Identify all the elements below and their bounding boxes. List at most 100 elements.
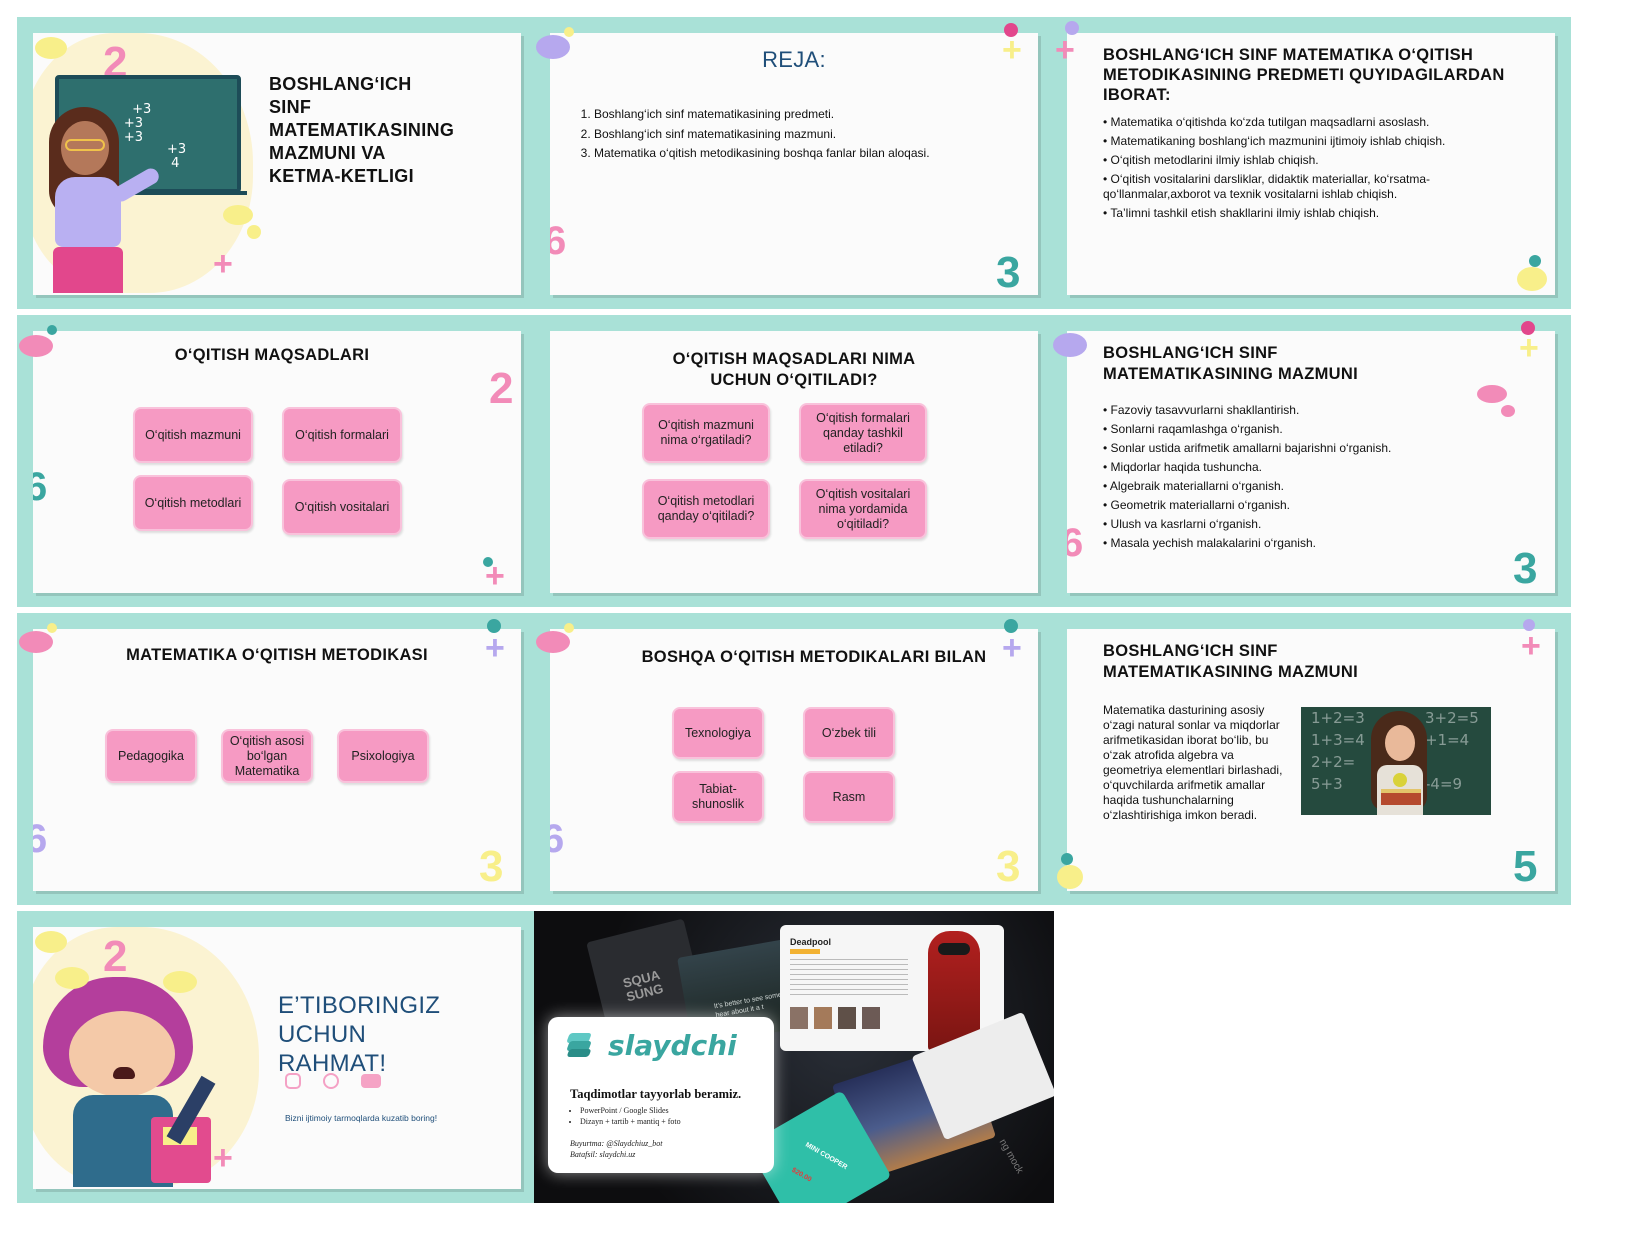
- cast-photos: [790, 1007, 880, 1029]
- slide-8-canvas: BOSHQA O‘QITISH METODIKALARI BILAN Texno…: [550, 629, 1038, 891]
- slide-5-thumbnail[interactable]: O‘QITISH MAQSADLARI NIMA UCHUN O‘QITILAD…: [534, 315, 1054, 607]
- slide-4-thumbnail[interactable]: O‘QITISH MAQSADLARI O‘qitish mazmuni O‘q…: [17, 315, 537, 607]
- deadpool-card: Deadpool: [780, 925, 1004, 1051]
- mazmun-list: Fazoviy tasavvurlarni shakllantirish. So…: [1103, 401, 1391, 553]
- slide-7-canvas: MATEMATIKA O‘QITISH METODIKASI Pedagogik…: [33, 629, 521, 891]
- card-text-lines: [790, 959, 908, 999]
- teacher-glasses: [65, 139, 105, 151]
- number-two-decoration: 2: [489, 364, 514, 413]
- list-item: Sonlar ustida arifmetik amallarni bajari…: [1103, 439, 1392, 458]
- pill-psixologiya: Psixologiya: [337, 729, 429, 783]
- slide-2-thumbnail[interactable]: REJA: Boshlang‘ich sinf matematikasining…: [534, 17, 1054, 309]
- list-item: Masala yechish malakalarini o‘rganish.: [1103, 534, 1391, 553]
- number-three-decoration: 3: [1513, 544, 1538, 593]
- pill-texnologiya: Texnologiya: [672, 707, 764, 759]
- yellow-blob: [35, 37, 67, 59]
- number-two-decoration: 2: [103, 932, 128, 981]
- pill-oqitish-mazmuni: O‘qitish mazmuni nima o‘rgatiladi?: [642, 403, 770, 463]
- purple-dot: [1523, 619, 1535, 631]
- list-item: Boshlang‘ich sinf matematikasining mazmu…: [594, 125, 930, 145]
- slide-9-thumbnail[interactable]: BOSHLANG‘ICH SINF MATEMATIKASINING MAZMU…: [1051, 613, 1571, 905]
- facebook-icon[interactable]: [323, 1073, 339, 1089]
- pink-blob: [536, 631, 570, 653]
- pill-matematika: O‘qitish asosi bo‘lgan Matematika: [221, 729, 313, 783]
- board-stand: [55, 191, 247, 195]
- slide-3-title: BOSHLANG‘ICH SINF MATEMATIKA O‘QITISH ME…: [1103, 46, 1505, 104]
- yellow-blob: [1517, 267, 1547, 291]
- list-item: Dizayn + tartib + mantiq + foto: [580, 1116, 681, 1127]
- ad-website[interactable]: Batafsil: slaydchi.uz: [570, 1150, 636, 1159]
- list-item: Ta’limni tashkil etish shakllarini ilmiy…: [1103, 206, 1463, 221]
- slide-5-title: O‘QITISH MAQSADLARI NIMA UCHUN O‘QITILAD…: [672, 350, 916, 389]
- slide-3-thumbnail[interactable]: BOSHLANG‘ICH SINF MATEMATIKA O‘QITISH ME…: [1051, 17, 1571, 309]
- board-chalk-text: 1+2=3 1+3=4 2+2= 5+3: [1311, 709, 1365, 793]
- number-six-decoration: 6: [33, 817, 48, 861]
- slide-2-title: REJA:: [762, 47, 826, 72]
- slide-1-thumbnail[interactable]: 2 +3 1 +3 2 +3 3 +3 4 + BOSHLANG‘ICH SIN…: [17, 17, 537, 309]
- pill-tabiatshunoslik: Tabiat-shunoslik: [672, 771, 764, 823]
- yellow-dot: [564, 27, 574, 37]
- ad-order[interactable]: Buyurtma: @Slaydchiuz_bot: [570, 1139, 663, 1148]
- teacher-body: [55, 177, 121, 247]
- purple-blob: [1053, 333, 1087, 357]
- slide-3-canvas: BOSHLANG‘ICH SINF MATEMATIKA O‘QITISH ME…: [1067, 33, 1555, 295]
- social-follow-text: Bizni ijtimoiy tarmoqlarda kuzatib borin…: [285, 1113, 438, 1123]
- girl-face: [69, 1011, 175, 1097]
- yellow-dot: [47, 623, 57, 633]
- youtube-icon[interactable]: [361, 1074, 381, 1088]
- board-chalk-text-right: 3+2=5 +1=4 -4=9: [1425, 709, 1479, 793]
- slaydchi-logo-icon: [564, 1031, 596, 1059]
- slaydchi-ad-card: slaydchi Taqdimotlar tayyorlab beramiz. …: [548, 1017, 774, 1173]
- slide-9-paragraph: Matematika dasturining asosiy o‘zagi nat…: [1103, 703, 1283, 822]
- slide-5-canvas: O‘QITISH MAQSADLARI NIMA UCHUN O‘QITILAD…: [550, 331, 1038, 593]
- slide-8-thumbnail[interactable]: BOSHQA O‘QITISH METODIKALARI BILAN Texno…: [534, 613, 1054, 905]
- slide-10-thumbnail[interactable]: 2 + E’TIBORINGIZ UCHUN RAHMAT! Bizni ijt…: [17, 911, 537, 1203]
- slide-11-thumbnail[interactable]: SQUA SUNG It’s better to see some to hea…: [534, 911, 1054, 1203]
- yellow-dot: [564, 623, 574, 633]
- slide-7-title: MATEMATIKA O‘QITISH METODIKASI: [126, 646, 428, 664]
- teacher-skirt: [53, 247, 123, 293]
- teal-dot: [1004, 619, 1018, 633]
- pill-oqitish-formalari: O‘qitish formalari qanday tashkil etilad…: [799, 403, 927, 463]
- pink-dot: [1501, 405, 1515, 417]
- pill-oqitish-metodlari: O‘qitish metodlari qanday o‘qitiladi?: [642, 479, 770, 539]
- predmet-list: Matematika o‘qitishda ko‘zda tutilgan ma…: [1103, 115, 1463, 221]
- girl-face: [1385, 725, 1415, 761]
- apple: [1393, 773, 1407, 787]
- number-three-decoration: 3: [996, 248, 1021, 295]
- instagram-icon[interactable]: [285, 1073, 301, 1089]
- pink-blob: [19, 335, 53, 357]
- plus-decoration: +: [1519, 329, 1539, 367]
- list-item: Geometrik materiallarni o‘rganish.: [1103, 496, 1391, 515]
- teal-dot: [483, 557, 493, 567]
- plus-decoration: +: [1002, 629, 1022, 667]
- slide-7-thumbnail[interactable]: MATEMATIKA O‘QITISH METODIKASI Pedagogik…: [17, 613, 537, 905]
- list-item: O‘qitish metodlarini ilmiy ishlab chiqis…: [1103, 153, 1463, 168]
- slide-6-canvas: BOSHLANG‘ICH SINF MATEMATIKASINING MAZMU…: [1067, 331, 1555, 593]
- teal-dot: [1061, 853, 1073, 865]
- girl-bow-left: [55, 967, 89, 989]
- teacher-illustration: [41, 107, 162, 293]
- plus-decoration: +: [1055, 31, 1075, 69]
- list-item: Algebraik materiallarni o‘rganish.: [1103, 477, 1391, 496]
- slide-6-title: BOSHLANG‘ICH SINF MATEMATIKASINING MAZMU…: [1103, 344, 1358, 383]
- pill-oqitish-vositalari: O‘qitish vositalari: [282, 479, 402, 535]
- plus-decoration: +: [485, 557, 505, 595]
- slide-9-title: BOSHLANG‘ICH SINF MATEMATIKASINING MAZMU…: [1103, 642, 1358, 681]
- girl-chalkboard-photo: 1+2=3 1+3=4 2+2= 5+3 3+2=5 +1=4 -4=9: [1301, 707, 1491, 815]
- social-icons: [285, 1073, 381, 1089]
- pill-oqitish-vositalari: O‘qitish vositalari nima yordamida o‘qit…: [799, 479, 927, 539]
- number-three-decoration: 3: [479, 842, 504, 891]
- slide-1-title: BOSHLANG‘ICH SINF MATEMATIKASINING MAZMU…: [269, 74, 455, 186]
- reja-list: Boshlang‘ich sinf matematikasining predm…: [578, 105, 930, 164]
- list-item: Boshlang‘ich sinf matematikasining predm…: [594, 105, 930, 125]
- plus-decoration: +: [213, 245, 233, 283]
- slide-4-canvas: O‘QITISH MAQSADLARI O‘qitish mazmuni O‘q…: [33, 331, 521, 593]
- teal-dot: [47, 325, 57, 335]
- yellow-blob: [1057, 865, 1083, 889]
- slide-6-thumbnail[interactable]: BOSHLANG‘ICH SINF MATEMATIKASINING MAZMU…: [1051, 315, 1571, 607]
- slide-8-title: BOSHQA O‘QITISH METODIKALARI BILAN: [641, 648, 987, 666]
- slide-1-canvas: 2 +3 1 +3 2 +3 3 +3 4 + BOSHLANG‘ICH SIN…: [33, 33, 521, 295]
- pill-oqitish-formalari: O‘qitish formalari: [282, 407, 402, 463]
- plus-decoration: +: [1521, 627, 1541, 665]
